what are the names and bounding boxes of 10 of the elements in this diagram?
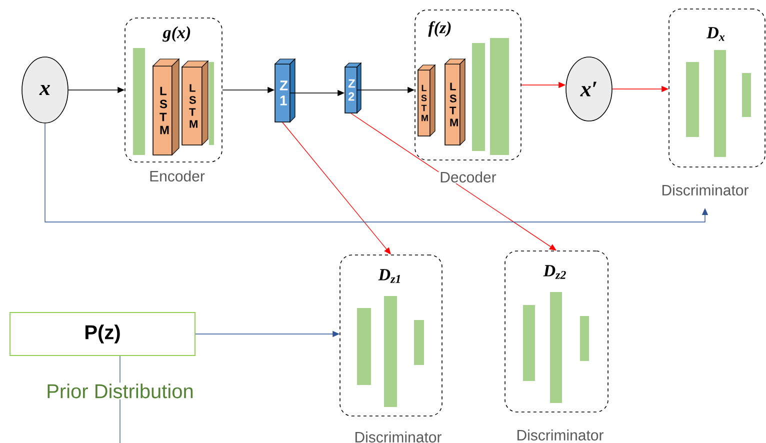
network-box: D$_{x}$ bbox=[668, 8, 766, 168]
caption-label: Discriminator bbox=[515, 428, 605, 442]
caption-label: Encoder bbox=[148, 169, 206, 182]
network-box: D$_{z2}$ bbox=[504, 250, 608, 412]
caption-label: Discriminator bbox=[353, 430, 443, 443]
prior-box: P(z) bbox=[10, 312, 196, 356]
caption-label: Decoder bbox=[438, 170, 498, 184]
caption-label: Prior Distribution bbox=[45, 382, 195, 400]
caption-label: Discriminator bbox=[660, 183, 750, 196]
network-box: D$_{z1}$ bbox=[340, 254, 442, 416]
